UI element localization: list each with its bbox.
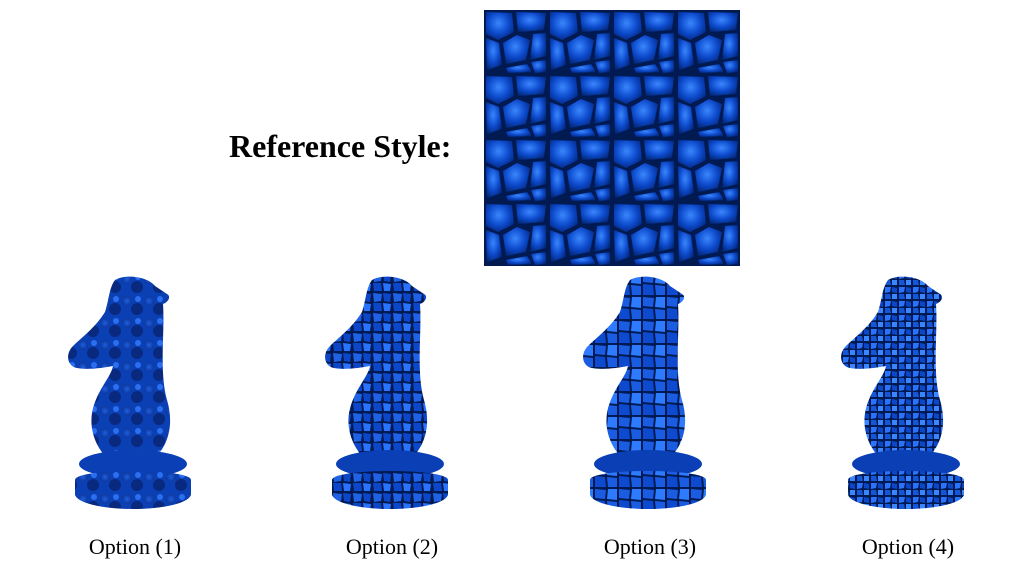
knight-option-2 [325, 276, 448, 509]
option-label-4: Option (4) [861, 534, 955, 559]
option-label-3: Option (3) [603, 534, 697, 559]
option-label-1: Option (1) [88, 534, 182, 559]
reference-style-texture [484, 10, 740, 266]
knight-option-3 [583, 276, 706, 509]
knight-option-4 [841, 276, 964, 509]
reference-style-label: Reference Style: [229, 128, 452, 164]
knight-option-1 [68, 276, 191, 509]
option-label-2: Option (2) [345, 534, 439, 559]
